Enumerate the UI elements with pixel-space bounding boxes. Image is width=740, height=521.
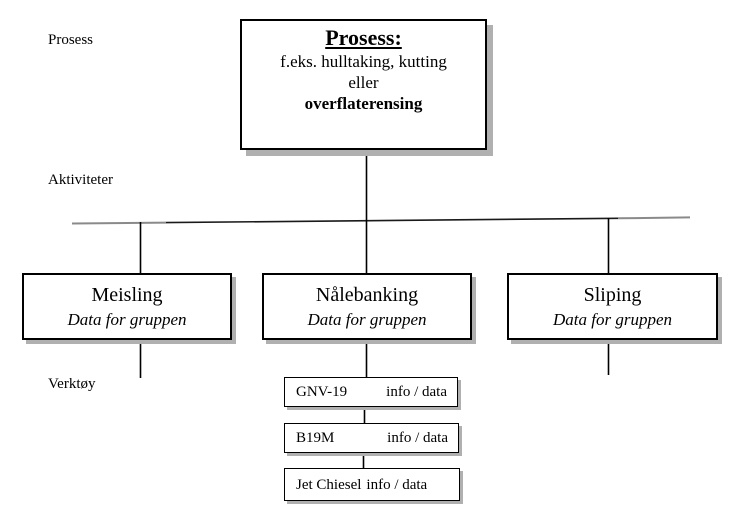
tool-info: info / data bbox=[366, 476, 428, 493]
activity-box-meisling: Meisling Data for gruppen bbox=[22, 273, 232, 340]
tool-info: info / data bbox=[387, 430, 448, 446]
tool-box-jet-chiesel: Jet Chiesel info / data bbox=[284, 468, 460, 501]
process-box-examples: f.eks. hulltaking, kutting bbox=[280, 52, 447, 71]
activities-line-left-gray bbox=[71, 221, 167, 225]
row-label-verktoy: Verktøy bbox=[48, 376, 96, 392]
process-box-or: eller bbox=[348, 73, 379, 92]
activity-title: Sliping bbox=[583, 284, 642, 306]
row-label-aktiviteter: Aktiviteter bbox=[48, 172, 113, 188]
tool-name: Jet Chiesel bbox=[296, 476, 362, 493]
row-label-prosess: Prosess bbox=[48, 32, 94, 48]
tool-box-b19m: B19M info / data bbox=[284, 423, 459, 453]
tool-name: B19M bbox=[296, 430, 335, 446]
tool-name: GNV-19 bbox=[296, 384, 348, 400]
activities-line-right-gray bbox=[617, 216, 691, 220]
process-box-surface-cleaning: overflaterensing bbox=[304, 94, 423, 113]
tool-info: info / data bbox=[386, 384, 447, 400]
tool-box-gnv19: GNV-19 info / data bbox=[284, 377, 458, 407]
process-box: Prosess: f.eks. hulltaking, kutting elle… bbox=[240, 19, 487, 150]
process-box-title: Prosess: bbox=[325, 25, 402, 50]
activities-line-center bbox=[165, 217, 619, 224]
activity-box-sliping: Sliping Data for gruppen bbox=[507, 273, 718, 340]
activity-title: Meisling bbox=[91, 284, 163, 306]
activity-title: Nålebanking bbox=[315, 284, 419, 306]
activity-subtitle: Data for gruppen bbox=[553, 310, 672, 329]
activity-box-nalebanking: Nålebanking Data for gruppen bbox=[262, 273, 472, 340]
activity-subtitle: Data for gruppen bbox=[67, 310, 187, 329]
activity-subtitle: Data for gruppen bbox=[307, 310, 427, 329]
